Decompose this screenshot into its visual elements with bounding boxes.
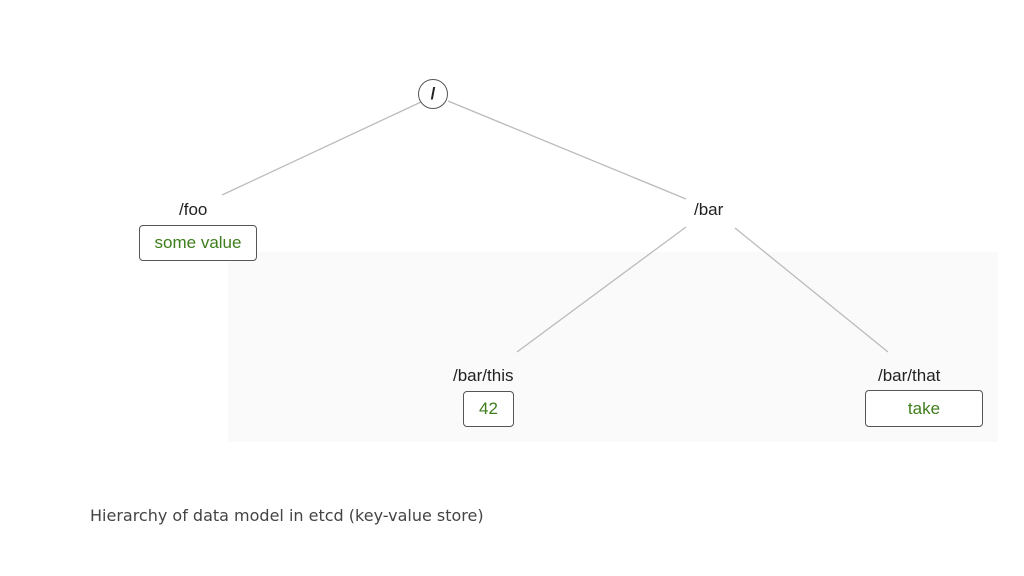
value-text-bar-that: take: [907, 398, 941, 418]
value-box-bar-that: take: [865, 390, 983, 427]
root-node-label: /: [430, 84, 436, 103]
key-label-foo: /foo: [179, 200, 208, 219]
value-box-bar-this: 42: [463, 391, 514, 427]
value-box-foo: some value: [139, 225, 257, 261]
edge-bar-that: [734, 227, 889, 353]
figure-caption: Hierarchy of data model in etcd (key-val…: [90, 506, 484, 525]
value-text-bar-this: 42: [479, 399, 498, 418]
key-label-bar-this: /bar/this: [453, 366, 514, 385]
value-text-foo: some value: [154, 233, 242, 252]
key-label-bar-that: /bar/that: [878, 366, 941, 385]
key-label-bar: /bar: [694, 200, 724, 219]
root-node: /: [418, 79, 448, 109]
edge-bar-this: [516, 226, 687, 353]
edge-root-bar: [447, 100, 687, 200]
edge-root-foo: [221, 101, 422, 196]
